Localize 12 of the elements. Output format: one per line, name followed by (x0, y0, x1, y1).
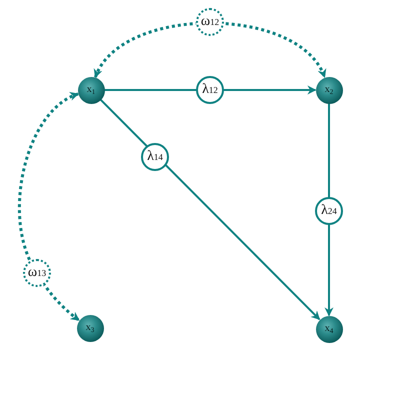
dotted-arrow (18, 92, 80, 322)
node-label: x$_{4}$ (324, 324, 334, 334)
sphere-node (78, 76, 104, 104)
sphere-node (76, 314, 104, 342)
arrow (104, 86, 316, 94)
node-label: x$_{3}$ (86, 323, 94, 333)
sphere-node (316, 316, 342, 342)
node-label: x$_{2}$ (324, 85, 334, 95)
arrow (100, 98, 320, 320)
dotted-arrow (94, 22, 326, 78)
node-label: x$_{1}$ (86, 85, 96, 95)
sphere-node (316, 76, 342, 104)
